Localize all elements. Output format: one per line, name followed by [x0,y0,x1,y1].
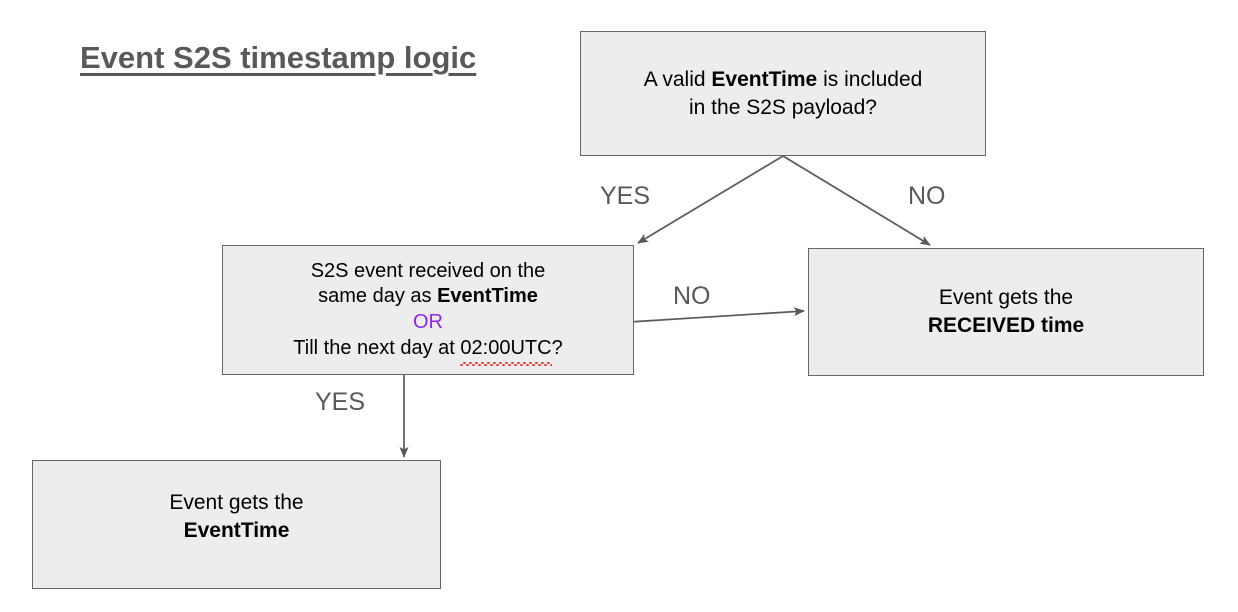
node-same-day[interactable]: S2S event received on the same day as Ev… [222,245,634,375]
text-emphasis-eventtime: EventTime [437,285,538,308]
text-fragment: is included [817,67,923,91]
node-eventtime-result-text: Event gets the EventTime [43,489,430,544]
node-received-time[interactable]: Event gets the RECEIVED time [808,248,1204,376]
text-fragment: Event gets the [169,491,304,514]
diagram-title: Event S2S timestamp logic [80,40,477,75]
node-eventtime-result[interactable]: Event gets the EventTime [32,460,441,589]
edge-label-yes-valid-eventtime: YES [600,182,651,210]
edge-valid-eventtime-to-same-day [637,155,784,244]
text-fragment: S2S event received on the [310,259,546,282]
node-same-day-text: S2S event received on the same day as Ev… [233,259,623,366]
text-fragment: Till the next day at [293,336,461,359]
text-fragment: in the S2S payload? [689,95,877,119]
spellcheck-underlined-text: 02:00UTC [460,336,552,366]
text-emphasis-eventtime: EventTime [183,518,290,542]
edge-label-yes-same-day: YES [315,388,366,416]
text-emphasis-received-time: RECEIVED time [927,314,1085,337]
node-valid-eventtime[interactable]: A valid EventTime is included in the S2S… [580,31,986,156]
text-fragment: A valid [643,67,712,91]
text-fragment: same day as [318,285,438,308]
edge-label-no-same-day: NO [673,282,711,310]
text-emphasis-eventtime: EventTime [711,67,818,91]
text-fragment: Event gets the [938,286,1074,310]
edge-same-day-to-received-time [628,307,805,323]
node-received-time-text: Event gets the RECEIVED time [819,284,1193,339]
text-fragment: ? [551,336,563,359]
node-valid-eventtime-text: A valid EventTime is included in the S2S… [591,66,975,121]
edge-label-no-valid-eventtime: NO [908,182,946,210]
text-emphasis-or: OR [413,311,443,333]
